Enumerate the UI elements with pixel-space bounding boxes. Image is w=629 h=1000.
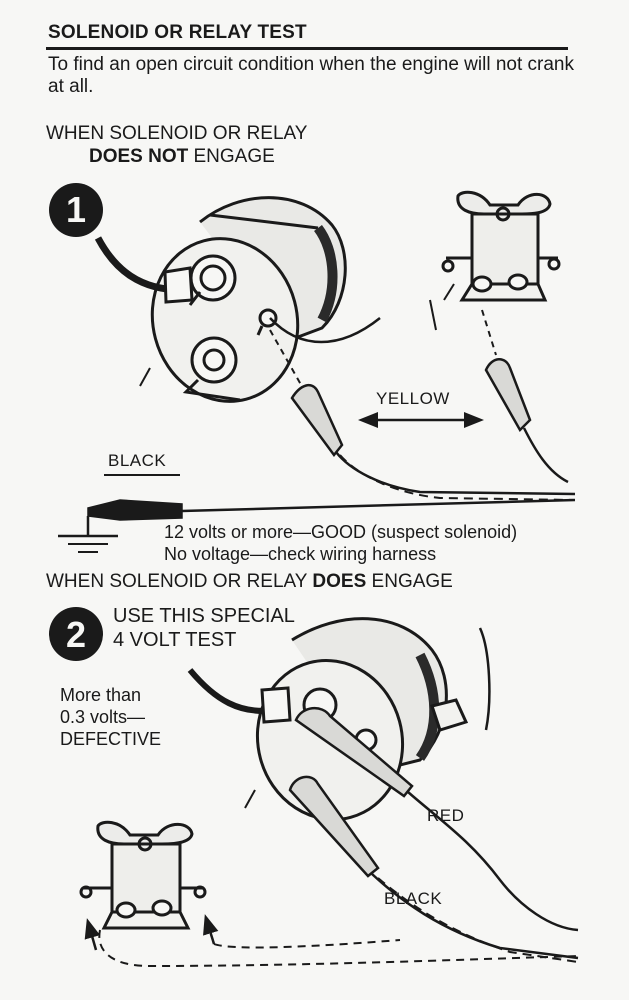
defective-line-3: DEFECTIVE bbox=[60, 729, 162, 749]
defective-line-2: 0.3 volts— bbox=[60, 707, 146, 727]
result-good-text: 12 volts or more—GOOD (suspect solenoid) bbox=[164, 522, 518, 542]
label-black-lead-2: BLACK bbox=[384, 889, 443, 908]
section-2-title: WHEN SOLENOID OR RELAY DOES ENGAGE bbox=[46, 571, 453, 593]
svg-text:2: 2 bbox=[66, 614, 86, 655]
label-red-lead: RED bbox=[427, 806, 465, 825]
section-1-title: WHEN SOLENOID OR RELAY bbox=[46, 123, 308, 144]
defective-line-1: More than bbox=[60, 685, 142, 705]
label-black-lead-1: BLACK bbox=[108, 451, 167, 470]
svg-text:1: 1 bbox=[66, 189, 86, 230]
section-2-title-pre: WHEN SOLENOID OR RELAY bbox=[46, 571, 313, 592]
section-1-emphasis: DOES NOT bbox=[89, 146, 189, 167]
section-1-subtitle-rest: ENGAGE bbox=[188, 146, 275, 167]
probes-section-2 bbox=[288, 707, 579, 963]
probes-section-1 bbox=[58, 309, 576, 553]
large-solenoid-1 bbox=[94, 196, 381, 403]
special-test-line-2: 4 VOLT TEST bbox=[113, 629, 237, 651]
step-2-badge: 2 bbox=[49, 607, 103, 661]
special-test-line-1: USE THIS SPECIAL bbox=[113, 605, 295, 627]
section-1-subtitle: DOES NOT ENGAGE bbox=[89, 146, 275, 168]
section-2-emphasis: DOES bbox=[312, 571, 367, 592]
result-no-voltage-text: No voltage—check wiring harness bbox=[164, 544, 437, 564]
defective-note: More than 0.3 volts— DEFECTIVE bbox=[60, 684, 161, 750]
page-heading: SOLENOID OR RELAY TEST bbox=[48, 22, 307, 43]
intro-text: To find an open circuit condition when t… bbox=[48, 54, 574, 97]
step-1-badge: 1 bbox=[49, 183, 103, 237]
section-2-title-post: ENGAGE bbox=[366, 571, 453, 592]
small-relay-2 bbox=[79, 820, 579, 968]
label-yellow-lead: YELLOW bbox=[376, 389, 450, 408]
small-relay-1 bbox=[429, 190, 561, 331]
heading-rule bbox=[46, 47, 568, 50]
